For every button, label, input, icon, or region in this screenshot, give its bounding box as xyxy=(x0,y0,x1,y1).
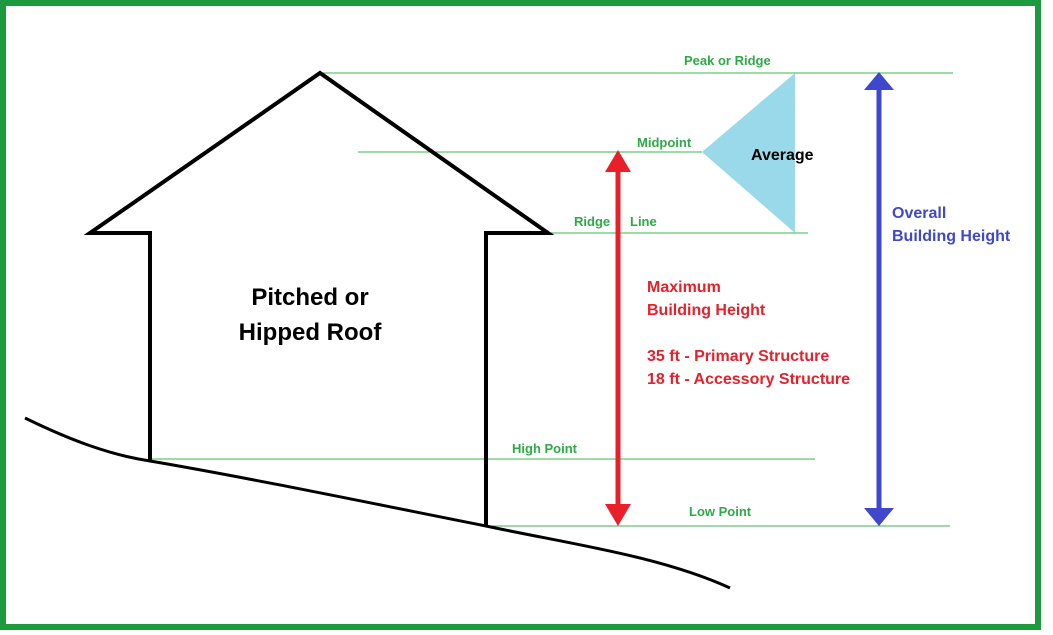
low-point-label: Low Point xyxy=(689,504,752,519)
house-outline xyxy=(83,70,555,526)
overall-height-title-line1: Overall xyxy=(892,205,946,222)
roof-type-label-line2: Hipped Roof xyxy=(239,319,383,346)
high-point-label: High Point xyxy=(512,441,578,456)
max-height-arrow-head-bottom xyxy=(605,504,631,526)
ground-slope xyxy=(24,416,731,590)
max-height-accessory-rule: 18 ft - Accessory Structure xyxy=(647,371,850,388)
midpoint-label: Midpoint xyxy=(637,135,692,150)
average-label: Average xyxy=(751,147,814,164)
max-height-title-line2: Building Height xyxy=(647,302,766,319)
ridge-word-label: Ridge xyxy=(574,214,610,229)
average-triangle xyxy=(702,73,795,233)
overall-height-arrow-head-top xyxy=(864,72,894,90)
peak-label: Peak or Ridge xyxy=(684,53,771,68)
line-word-label: Line xyxy=(630,214,657,229)
overall-height-arrow-head-bottom xyxy=(864,508,894,526)
overall-height-title-line2: Building Height xyxy=(892,228,1011,245)
max-height-arrow-head-top xyxy=(605,150,631,172)
max-height-primary-rule: 35 ft - Primary Structure xyxy=(647,348,829,365)
max-height-title-line1: Maximum xyxy=(647,279,721,296)
roof-type-label-line1: Pitched or xyxy=(251,284,368,311)
